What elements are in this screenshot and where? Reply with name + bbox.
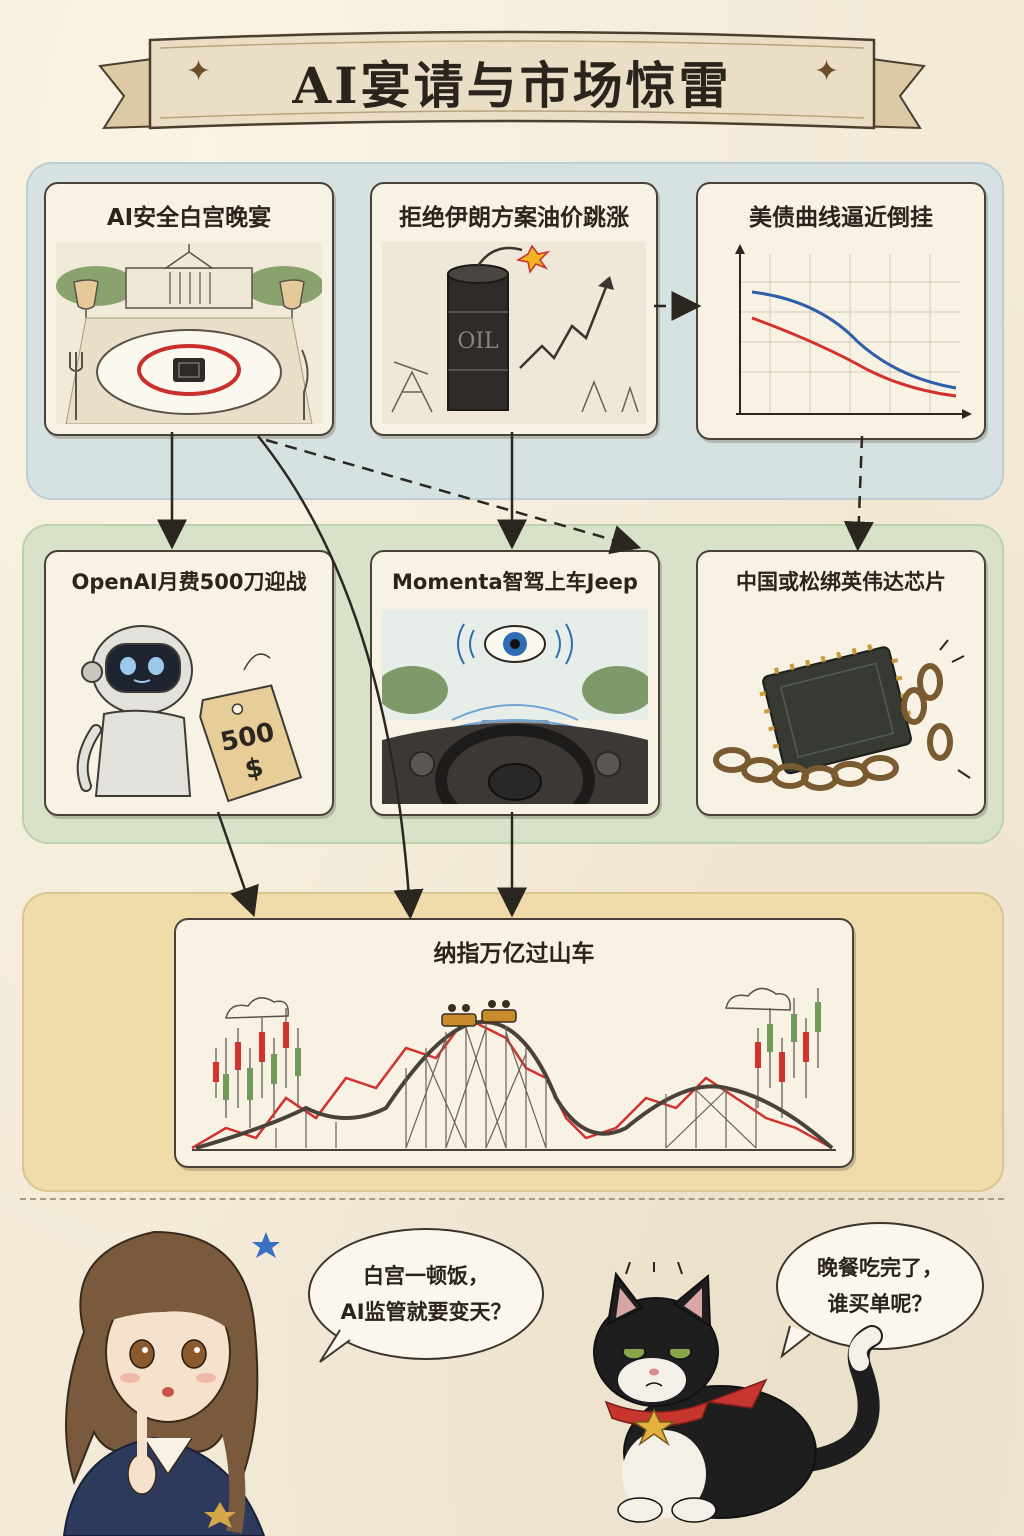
car-eye-icon xyxy=(382,610,648,804)
panel-white-house-dinner: AI安全白宫晚宴 xyxy=(44,182,334,436)
girl-speech-line-2: AI监管就要变天？ xyxy=(340,1300,512,1324)
girl-speech-line-1: 白宫一顿饭， xyxy=(362,1264,489,1288)
panel-title: AI安全白宫晚宴 xyxy=(106,205,272,231)
arrow-openai-to-nasdaq xyxy=(216,811,259,918)
girl-bubble-tail xyxy=(319,1329,351,1363)
panel-bond-curve: 美债曲线逼近倒挂 xyxy=(696,182,986,440)
girl-speech-bubble: 白宫一顿饭， AI监管就要变天？ xyxy=(308,1228,544,1360)
panel-title: 拒绝伊朗方案油价跳涨 xyxy=(399,205,629,231)
section-divider xyxy=(20,1198,1004,1200)
cat-speech-line-2: 谁买单呢？ xyxy=(827,1292,933,1316)
arrow-dinner-to-momenta xyxy=(265,438,642,555)
cat-bubble-tail xyxy=(780,1325,811,1359)
chained-chip-icon xyxy=(713,639,971,791)
panel-nvidia-chip: 中国或松绑英伟达芯片 xyxy=(696,550,986,816)
panel-momenta-jeep: Momenta智驾上车Jeep xyxy=(370,550,660,816)
panel-title: 美债曲线逼近倒挂 xyxy=(749,205,933,231)
sparkle-icon: ✦ xyxy=(814,54,840,89)
panel-nasdaq-rollercoaster: 纳指万亿过山车 xyxy=(174,918,854,1168)
arrow-dinner-to-nasdaq xyxy=(257,435,424,920)
panel-title: OpenAI月费500刀迎战 xyxy=(71,570,307,594)
page-title: AI宴请与市场惊雷 xyxy=(292,56,732,115)
panel-title: 中国或松绑英伟达芯片 xyxy=(736,570,946,594)
oil-barrel-bomb-icon: OIL xyxy=(382,242,646,424)
girl-character-icon xyxy=(62,1230,280,1536)
dinner-plate-chip-icon xyxy=(56,242,322,424)
panel-title: 纳指万亿过山车 xyxy=(433,941,595,967)
panel-title: Momenta智驾上车Jeep xyxy=(392,570,638,594)
roller-coaster-icon xyxy=(191,987,836,1151)
panel-openai-price: OpenAI月费500刀迎战 500 $ xyxy=(44,550,334,816)
arrow-bonds-to-chip xyxy=(843,435,874,552)
yield-curve-icon xyxy=(735,244,972,419)
cat-character-icon xyxy=(593,1262,883,1523)
robot-price-tag-icon: 500 $ xyxy=(76,625,303,803)
sparkle-icon: ✦ xyxy=(186,54,212,89)
cat-speech-line-1: 晚餐吃完了， xyxy=(817,1256,943,1280)
barrel-label: OIL xyxy=(457,329,499,354)
title-banner xyxy=(98,30,926,130)
panel-oil-price: 拒绝伊朗方案油价跳涨 OIL xyxy=(370,182,658,436)
price-currency: $ xyxy=(242,752,266,785)
